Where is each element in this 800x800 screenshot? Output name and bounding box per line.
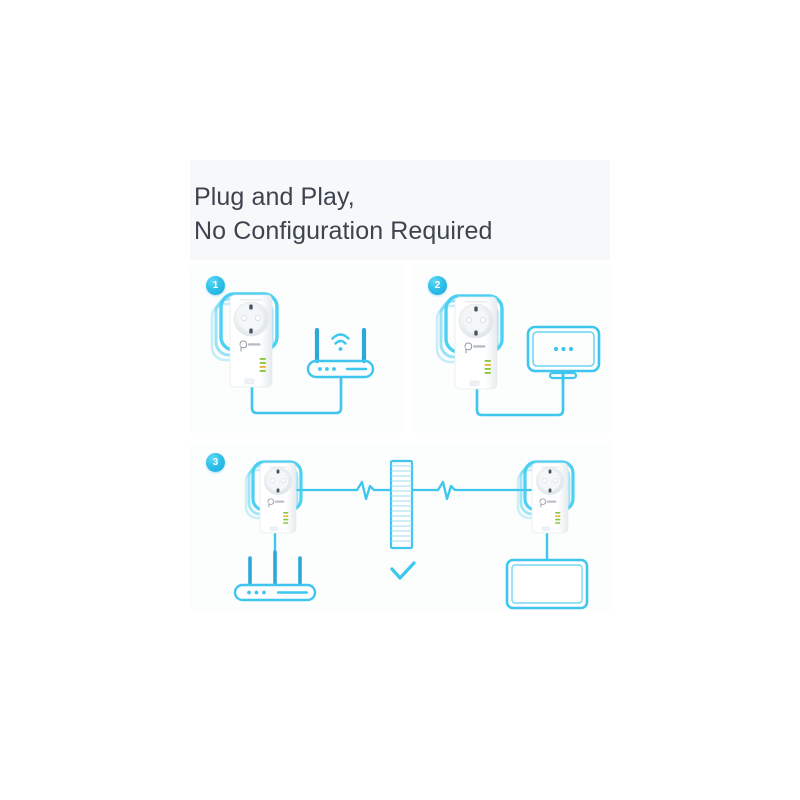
desktop-monitor — [505, 558, 589, 610]
step-badge-1: 1 — [206, 276, 225, 295]
led-indicators-2 — [484, 360, 491, 374]
page-title-line-1: Plug and Play, — [194, 183, 355, 211]
led-indicators-1 — [259, 358, 266, 372]
success-checkmark — [390, 561, 416, 580]
powerline-adapter-right — [531, 462, 569, 534]
step-panel-2: 2 — [412, 265, 612, 433]
wifi-signal-icon-1 — [331, 333, 350, 351]
scene-step-1 — [190, 265, 403, 433]
tp-link-logo-2 — [464, 342, 486, 354]
header-band — [190, 160, 610, 260]
tp-link-logo-right — [539, 498, 557, 508]
powerline-adapter-1 — [229, 294, 273, 388]
wall-divider — [389, 459, 414, 550]
page-title: Plug and Play, No Configuration Required — [194, 180, 614, 248]
step-badge-3: 3 — [206, 453, 225, 472]
led-indicators-right — [555, 512, 561, 524]
powerline-adapter-2 — [454, 296, 498, 390]
tp-link-logo-1 — [239, 340, 261, 352]
wifi-router-1 — [306, 327, 375, 385]
step-panel-3: 3 — [190, 442, 612, 610]
powerline-link — [295, 480, 533, 501]
scene-step-2 — [412, 265, 612, 433]
powerline-adapter-left — [259, 462, 297, 534]
television-2 — [526, 325, 601, 385]
scene-step-3 — [190, 442, 612, 610]
tp-link-logo-left — [267, 498, 285, 508]
wifi-router-3 — [233, 550, 317, 602]
led-indicators-left — [283, 512, 289, 524]
page-title-line-2: No Configuration Required — [194, 217, 493, 245]
step-badge-2: 2 — [428, 276, 447, 295]
step-panel-1: 1 — [190, 265, 403, 433]
